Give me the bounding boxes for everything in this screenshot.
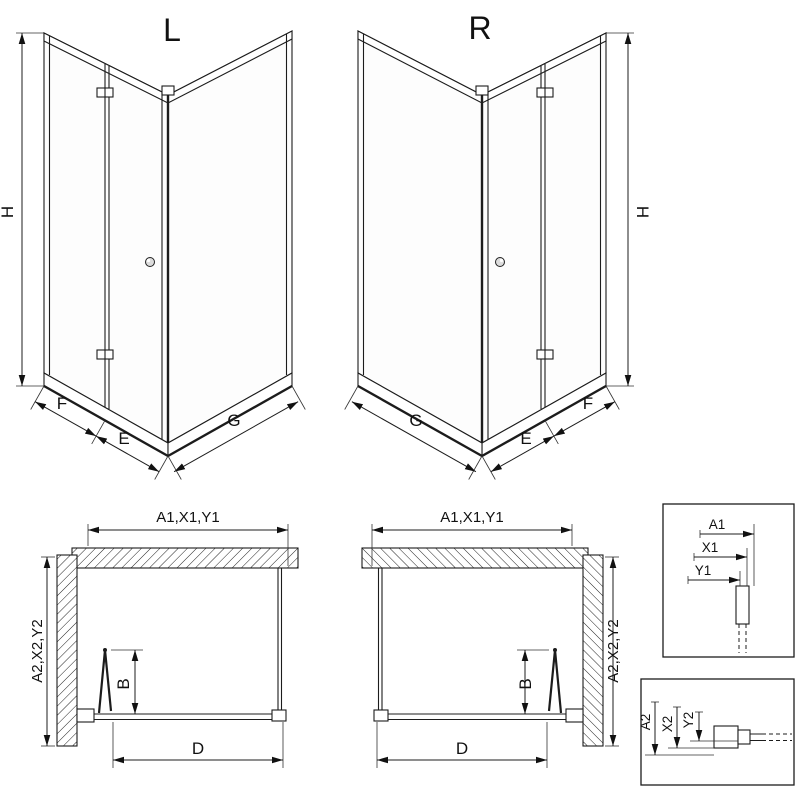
dim-label-h-l: H <box>0 206 17 218</box>
dim-label-a2-detail: A2 <box>638 714 653 731</box>
dim-label-a1x1y1-r: A1,X1,Y1 <box>440 509 503 526</box>
l-plan-view-geometry <box>41 524 298 768</box>
dim-label-b-l: B <box>114 678 133 689</box>
dim-label-y2-detail: Y2 <box>681 712 696 729</box>
r-plan-view-geometry <box>362 524 619 768</box>
variant-label-r: R <box>468 10 491 46</box>
detail-view-a1: A1 X1 Y1 <box>662 503 795 658</box>
detail-view-a2: A2 X2 Y2 <box>638 678 795 786</box>
dim-label-f-r: F <box>583 394 593 413</box>
dim-label-f-l: F <box>57 394 67 413</box>
dim-label-b-r: B <box>516 678 535 689</box>
dim-label-e-r: E <box>520 429 531 448</box>
dim-label-a2x2y2-r: A2,X2,Y2 <box>605 619 622 682</box>
dim-label-a2x2y2-l: A2,X2,Y2 <box>29 619 46 682</box>
dim-label-a1-detail: A1 <box>709 517 726 532</box>
dim-label-g-l: G <box>227 411 240 430</box>
dim-label-y1-detail: Y1 <box>695 563 712 578</box>
dim-label-g-r: G <box>409 411 422 430</box>
dim-label-d-r: D <box>456 739 468 758</box>
dim-label-x1-detail: X1 <box>702 540 719 555</box>
dim-label-h-r: H <box>633 206 652 218</box>
dim-label-e-l: E <box>118 429 129 448</box>
dim-label-a1x1y1-l: A1,X1,Y1 <box>156 509 219 526</box>
dim-label-x2-detail: X2 <box>660 716 675 733</box>
dim-label-d-l: D <box>192 739 204 758</box>
variant-label-l: L <box>163 12 181 48</box>
